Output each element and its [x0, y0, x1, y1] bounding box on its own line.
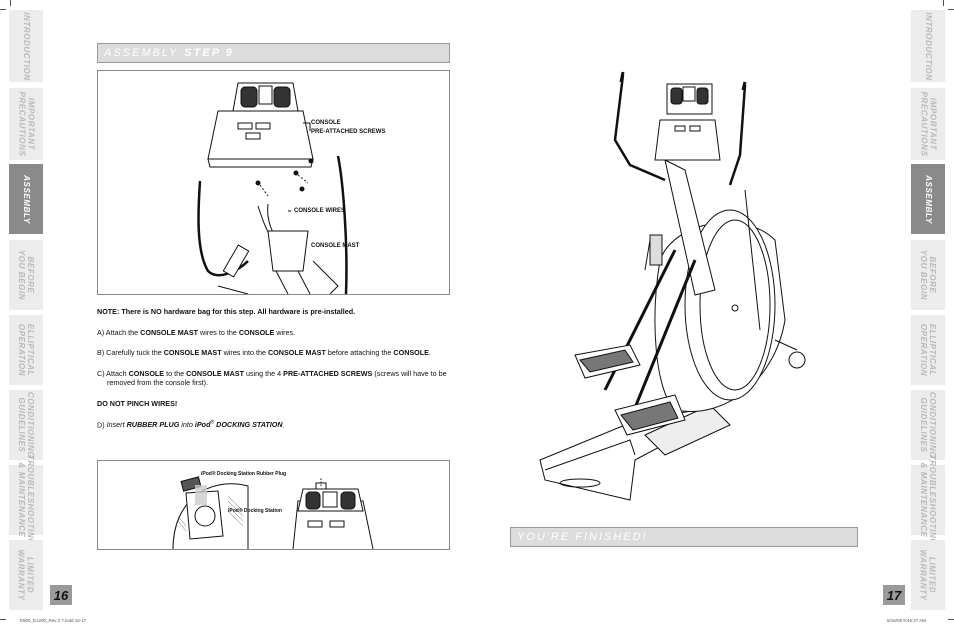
tab-important-precautions[interactable]: IMPORTANT PRECAUTIONS: [911, 88, 945, 160]
ipod-dock-figure: iPod® Docking Station Rubber Plug iPod® …: [97, 460, 450, 550]
callout-console-wires: CONSOLE WIRES: [294, 208, 346, 214]
tab-label: LIMITED WARRANTY: [17, 549, 35, 601]
tab-assembly[interactable]: ASSEMBLY: [911, 164, 945, 234]
finished-banner-text: YOU'RE FINISHED!: [517, 531, 648, 543]
tab-label: ASSEMBLY: [923, 174, 933, 224]
step-b: B) Carefully tuck the CONSOLE MAST wires…: [97, 348, 431, 357]
step-c: C) Attach CONSOLE to the CONSOLE MAST us…: [97, 368, 447, 388]
tab-label: INTRODUCTION: [923, 11, 933, 81]
note-text: NOTE: There is NO hardware bag for this …: [97, 307, 356, 316]
callout-rubber-plug: iPod® Docking Station Rubber Plug: [201, 471, 287, 477]
banner-prefix: ASSEMBLY: [104, 47, 179, 59]
tab-label: ELLIPTICAL OPERATION: [919, 323, 937, 377]
tab-limited-warranty[interactable]: LIMITED WARRANTY: [911, 540, 945, 610]
crop-mark: [0, 619, 6, 620]
tab-label: IMPORTANT PRECAUTIONS: [17, 91, 36, 157]
tab-label: TROUBLESHOOTING & MAINTENANCE: [17, 454, 35, 546]
ipod-dock-diagram: [172, 476, 374, 550]
tab-conditioning-guidelines[interactable]: CONDITIONING GUIDELINES: [911, 390, 945, 460]
tab-troubleshooting[interactable]: TROUBLESHOOTING & MAINTENANCE: [911, 455, 945, 545]
console-diagram: [197, 82, 348, 295]
tab-conditioning-guidelines[interactable]: CONDITIONING GUIDELINES: [9, 390, 43, 460]
tab-label: BEFORE YOU BEGIN: [919, 249, 938, 301]
step-d: D) Insert RUBBER PLUG into iPod® DOCKING…: [97, 420, 285, 430]
tab-label: CONDITIONING GUIDELINES: [17, 391, 35, 459]
tab-assembly[interactable]: ASSEMBLY: [9, 164, 43, 234]
crop-mark: [948, 619, 954, 620]
tab-introduction[interactable]: INTRODUCTION: [911, 10, 945, 82]
callout-console-mast: CONSOLE MAST: [311, 243, 360, 249]
tab-label: ASSEMBLY: [21, 174, 31, 224]
tab-label: LIMITED WARRANTY: [919, 549, 937, 601]
tab-introduction[interactable]: INTRODUCTION: [9, 10, 43, 82]
tab-label: TROUBLESHOOTING & MAINTENANCE: [919, 454, 937, 546]
crop-mark: [10, 0, 11, 6]
tab-limited-warranty[interactable]: LIMITED WARRANTY: [9, 540, 43, 610]
callout-docking-station: iPod® Docking Station: [228, 508, 282, 514]
tab-important-precautions[interactable]: IMPORTANT PRECAUTIONS: [9, 88, 43, 160]
crop-mark: [943, 0, 944, 6]
footer-date: 6/16/09 8:46:27 AM: [887, 618, 927, 623]
page-number-left: 16: [50, 585, 72, 605]
warning-text: DO NOT PINCH WIRES!: [97, 398, 178, 408]
tab-label: ELLIPTICAL OPERATION: [17, 323, 35, 377]
crop-mark: [948, 9, 954, 10]
callout-pre-attached-screws: PRE-ATTACHED SCREWS: [311, 129, 386, 135]
banner-step: STEP 9: [184, 47, 234, 59]
crop-mark: [0, 9, 6, 10]
console-assembly-figure: CONSOLE PRE-ATTACHED SCREWS CONSOLE WIRE…: [97, 70, 450, 295]
assembly-instructions: NOTE: There is NO hardware bag for this …: [97, 307, 452, 441]
tab-troubleshooting[interactable]: TROUBLESHOOTING & MAINTENANCE: [9, 455, 43, 545]
tab-label: CONDITIONING GUIDELINES: [919, 391, 937, 459]
tab-before-you-begin[interactable]: BEFORE YOU BEGIN: [9, 240, 43, 310]
tab-label: INTRODUCTION: [21, 11, 31, 81]
tab-label: IMPORTANT PRECAUTIONS: [919, 91, 938, 157]
page-number-right: 17: [883, 585, 905, 605]
finished-banner: YOU'RE FINISHED!: [510, 527, 858, 547]
tab-label: BEFORE YOU BEGIN: [17, 249, 36, 301]
step-banner: ASSEMBLY STEP 9: [97, 43, 450, 63]
tab-elliptical-operation[interactable]: ELLIPTICAL OPERATION: [9, 315, 43, 385]
elliptical-illustration: [539, 71, 806, 501]
tab-before-you-begin[interactable]: BEFORE YOU BEGIN: [911, 240, 945, 310]
step-a: A) Attach the CONSOLE MAST wires to the …: [97, 327, 296, 337]
tab-elliptical-operation[interactable]: ELLIPTICAL OPERATION: [911, 315, 945, 385]
footer-filename: E800_E1200_Rev.2.7.indd 16-17: [20, 618, 87, 623]
callout-console: CONSOLE: [311, 120, 341, 126]
